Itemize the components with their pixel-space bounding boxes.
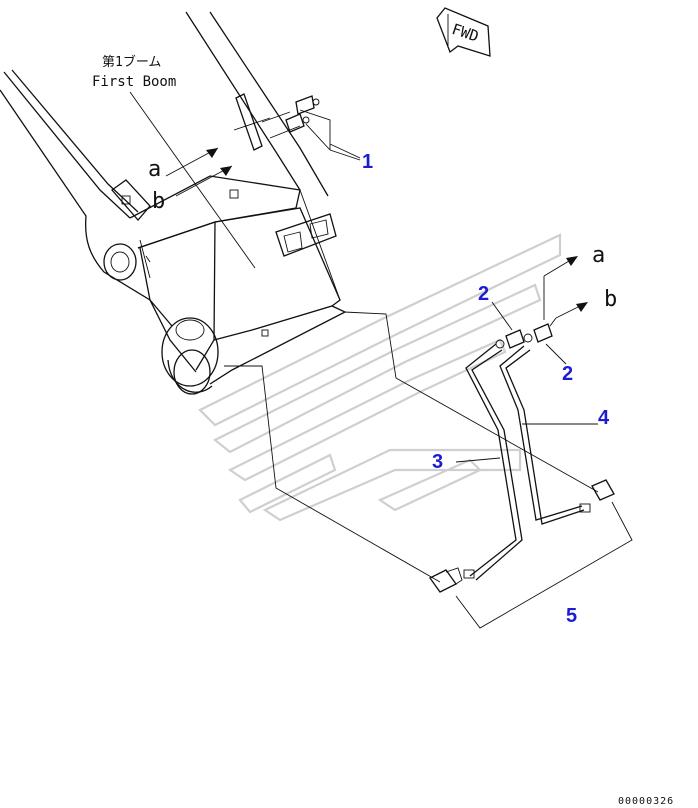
callout-leaders (329, 143, 633, 629)
callout-2-top: 2 (478, 283, 489, 305)
port-label-b-left: b (152, 189, 165, 214)
right-fittings (495, 276, 557, 349)
component-label-en: First Boom (92, 74, 176, 90)
drawing-number: 00000326 (618, 796, 674, 807)
callout-3: 3 (432, 451, 443, 473)
callout-4: 4 (598, 407, 610, 429)
lower-fittings (429, 479, 615, 593)
fitting-bracket (233, 93, 361, 161)
callout-5: 5 (566, 605, 577, 627)
component-label-jp: 第1ブーム (102, 54, 161, 70)
hoses (465, 343, 585, 581)
first-boom-label: 第1ブーム First Boom (92, 54, 256, 269)
callout-2-bottom: 2 (562, 363, 573, 385)
callout-1: 1 (362, 151, 373, 173)
port-label-b-right: b (604, 287, 617, 312)
forward-marker: FWD (436, 7, 491, 57)
watermark-logo (198, 233, 562, 522)
callouts: 1 2 2 3 4 5 (362, 151, 610, 627)
port-label-a-left: a (148, 157, 161, 182)
forward-marker-label: FWD (450, 20, 481, 45)
port-arrows-right: a b (543, 243, 617, 319)
reference-lines (224, 311, 599, 583)
boom-body (0, 11, 347, 395)
port-arrows-left: a b (148, 147, 233, 214)
port-label-a-right: a (592, 243, 605, 268)
